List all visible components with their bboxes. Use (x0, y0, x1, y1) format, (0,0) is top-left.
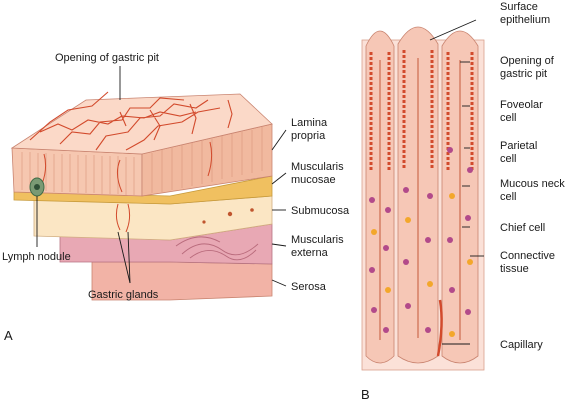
label-line: cell (500, 153, 517, 165)
label-muscularis-mucosae: Muscularis mucosae (291, 161, 347, 186)
gastric-pit-network (29, 91, 233, 151)
leader-lines (36, 19, 484, 345)
submucosa-vessel (202, 220, 206, 224)
label-line: Muscularis (291, 234, 344, 246)
label-opening-of-gastric-pit-b: Opening of gastric pit (500, 55, 557, 80)
gastric-gland-tubes (115, 203, 131, 233)
label-submucosa: Submucosa (291, 205, 350, 217)
label-surface-epithelium: Surface epithelium (500, 1, 550, 26)
submucosa-vessel (227, 211, 233, 217)
label-line: epithelium (500, 14, 550, 26)
label-line: propria (291, 130, 326, 142)
label-line: Parietal (500, 140, 537, 152)
label-muscularis-externa: Muscularis externa (291, 234, 347, 259)
label-mucous-neck-cell: Mucous neck cell (500, 178, 568, 203)
label-line: Connective (500, 250, 555, 262)
label-line: Foveolar (500, 99, 543, 111)
label-chief-cell: Chief cell (500, 222, 545, 234)
label-foveolar-cell: Foveolar cell (500, 99, 546, 124)
label-line: gastric pit (500, 68, 547, 80)
label-line: mucosae (291, 174, 336, 186)
label-lymph-nodule: Lymph nodule (2, 251, 71, 263)
gland-striations (21, 152, 135, 195)
capillary (436, 299, 443, 357)
label-line: Muscularis (291, 161, 344, 173)
label-opening-of-gastric-pit: Opening of gastric pit (55, 52, 159, 64)
submucosa-vessel (250, 208, 254, 212)
foveolar-cell-row (369, 50, 474, 172)
label-gastric-glands: Gastric glands (88, 289, 159, 301)
label-line: cell (500, 191, 517, 203)
label-line: Opening of (500, 55, 555, 67)
label-line: externa (291, 247, 329, 259)
label-line: Mucous neck (500, 178, 565, 190)
label-serosa: Serosa (291, 281, 327, 293)
panel-a-illustration (10, 91, 273, 301)
gland-striations-side (151, 127, 263, 193)
panel-b-illustration (361, 26, 485, 371)
label-lamina-propria: Lamina propria (291, 117, 330, 142)
label-line: cell (500, 112, 517, 124)
panel-label-b: B (361, 387, 370, 402)
muscularis-mucosae-layer (13, 175, 273, 205)
label-line: tissue (500, 263, 529, 275)
panel-label-a: A (4, 328, 13, 343)
label-line: Surface (500, 1, 538, 13)
muscle-fibre-swirl (175, 236, 259, 261)
gland-body-cells (369, 147, 473, 337)
label-line: Lamina (291, 117, 328, 129)
label-capillary: Capillary (500, 339, 543, 351)
label-connective-tissue: Connective tissue (500, 250, 558, 275)
label-parietal-cell: Parietal cell (500, 140, 540, 165)
lymph-nodule-center (34, 184, 40, 190)
